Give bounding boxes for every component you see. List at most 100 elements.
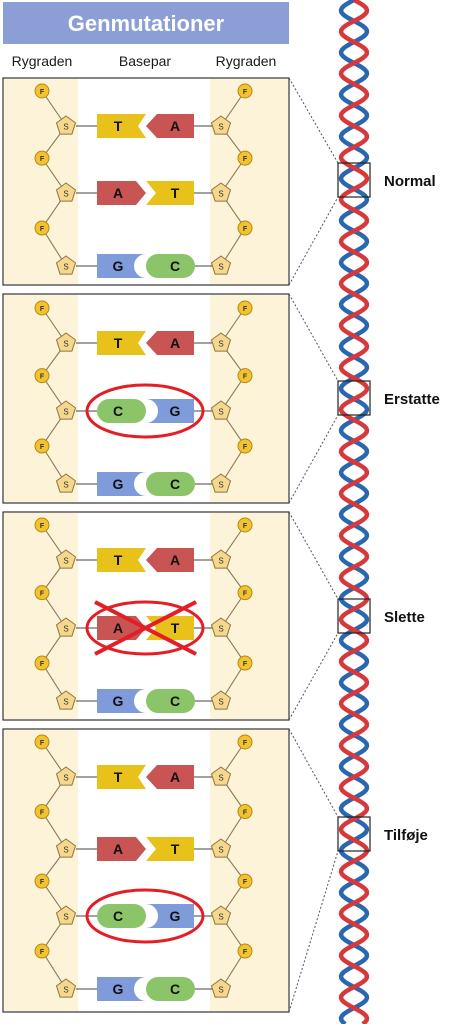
sugar-label: S [218,557,223,566]
sugar-label: S [218,123,223,132]
sugar-label: S [63,913,68,922]
sugar-group [55,400,77,420]
sugar-label: S [218,408,223,417]
header-base-pairs: Basepar [119,53,171,69]
dna-strand-blue [338,0,370,1024]
base-letter: T [114,769,123,785]
phosphate-group [237,83,253,99]
backbone-band-right [210,295,288,502]
sugar-group [210,182,232,202]
zoom-callout-normal: Normal [288,77,436,286]
inserted-pair-highlight [85,888,205,944]
base-a-right [146,548,194,572]
base-letter: T [114,552,123,568]
phosphate-label: F [243,591,248,598]
base-g-right [146,904,194,928]
title: Genmutationer [68,11,225,36]
base-letter: T [171,185,180,201]
dna-strand-red [338,0,370,1024]
base-a-right [146,114,194,138]
base-a-right [146,331,194,355]
sugar-label: S [63,846,68,855]
sugar-group [210,905,232,925]
sugar-group [210,115,232,135]
sugar-label: S [63,557,68,566]
base-letter: A [170,769,180,785]
sugar-group [55,978,77,998]
base-t-right [146,181,194,205]
zoom-callout-erstatte: Erstatte [288,293,440,504]
phosphate-group [34,438,50,454]
base-letter: A [113,620,123,636]
sugar-label: S [63,263,68,272]
phosphate-group [237,585,253,601]
phosphate-label: F [40,444,45,451]
backbone-band-right [210,79,288,284]
sugar-label: S [63,190,68,199]
phosphate-group [237,873,253,889]
sugar-label: S [218,625,223,634]
phosphate-group [34,804,50,820]
base-letter: C [170,981,180,997]
phosphate-group [237,734,253,750]
sugar-label: S [218,340,223,349]
mutation-label: Erstatte [384,391,440,408]
sugar-group [55,549,77,569]
phosphate-label: F [40,879,45,886]
base-letter: C [113,908,123,924]
phosphate-group [237,300,253,316]
phosphate-group [34,300,50,316]
phosphate-label: F [40,740,45,747]
phosphate-group [34,585,50,601]
sugar-label: S [218,774,223,783]
sugar-group [55,332,77,352]
sugar-group [210,766,232,786]
phosphate-label: F [243,879,248,886]
base-letter: A [170,335,180,351]
phosphate-group [34,150,50,166]
phosphate-label: F [40,374,45,381]
base-letter: A [170,118,180,134]
base-letter: C [170,476,180,492]
base-c-right [146,254,195,278]
sugar-label: S [218,846,223,855]
sugar-group [210,690,232,710]
phosphate-label: F [243,949,248,956]
phosphate-label: F [243,306,248,313]
header-backbone-left: Rygraden [12,53,73,69]
sugar-label: S [63,340,68,349]
phosphate-label: F [243,523,248,530]
base-letter: T [114,118,123,134]
phosphate-group [34,655,50,671]
phosphate-group [34,873,50,889]
phosphate-group [34,517,50,533]
phosphate-label: F [243,374,248,381]
sugar-label: S [218,698,223,707]
base-c-right [146,977,195,1001]
sugar-group [210,473,232,493]
sugar-group [55,766,77,786]
phosphate-label: F [40,591,45,598]
sugar-group [55,115,77,135]
dna-helix [338,0,370,1024]
phosphate-label: F [243,156,248,163]
phosphate-label: F [40,810,45,817]
base-letter: G [113,476,124,492]
zoom-callout-tilfoeje: Tilføje [288,728,428,1013]
backbone-band-right [210,513,288,719]
header-backbone-right: Rygraden [216,53,277,69]
sugar-label: S [63,698,68,707]
